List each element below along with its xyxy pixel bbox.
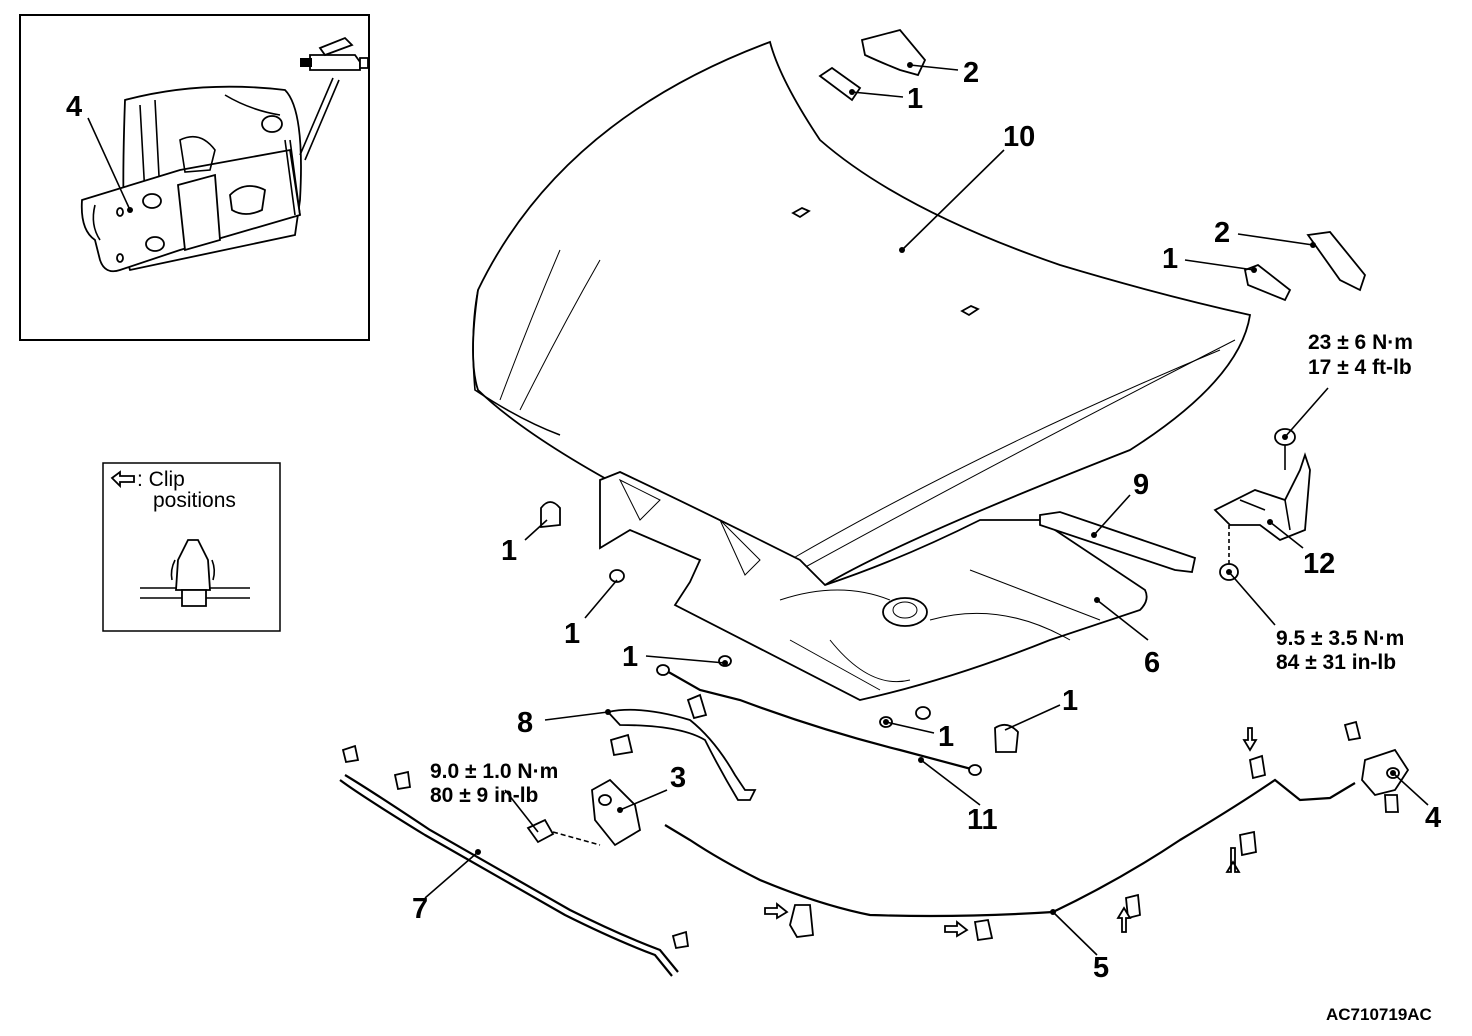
hinge-nut-torque-metric: 9.5 ± 3.5 N·m — [1276, 627, 1404, 650]
clip-positions-legend — [102, 462, 281, 632]
callout-10: 10 — [1003, 121, 1035, 153]
callout-3: 3 — [670, 762, 686, 794]
latch-bolt-torque-metric: 9.0 ± 1.0 N·m — [430, 760, 558, 783]
seal-strip — [606, 708, 757, 801]
callout-12: 12 — [1303, 548, 1335, 580]
callout-1-left-a: 1 — [501, 535, 517, 567]
callout-5: 5 — [1093, 952, 1109, 984]
hood-insulator — [599, 471, 1148, 701]
callout-1-low: 1 — [938, 721, 954, 753]
callout-4-inset: 4 — [66, 91, 82, 123]
callout-8: 8 — [517, 707, 533, 739]
callout-2-top: 2 — [963, 57, 979, 89]
hood-release-cable — [664, 727, 1356, 942]
hood-panel — [472, 40, 1252, 587]
latch-bolt-torque-imperial: 80 ± 9 in-lb — [430, 784, 538, 807]
callout-1-right: 1 — [1162, 243, 1178, 275]
callout-6: 6 — [1144, 647, 1160, 679]
callout-7: 7 — [412, 893, 428, 925]
hood-hinge — [1213, 428, 1311, 581]
callout-1-top: 1 — [907, 83, 923, 115]
hood-release-handle — [1343, 720, 1410, 813]
legend-clip-label: : Clip — [137, 468, 185, 491]
callout-1-mid: 1 — [622, 641, 638, 673]
callout-1-left-b: 1 — [564, 618, 580, 650]
hood-prop-rod — [339, 744, 690, 977]
hood-support-rod — [656, 664, 982, 776]
callout-11: 11 — [967, 804, 998, 836]
weatherstrip — [1039, 511, 1197, 573]
callout-1-bottom: 1 — [1062, 685, 1078, 717]
leader-lines — [424, 62, 1429, 956]
figure-code: AC710719AC — [1326, 1005, 1432, 1024]
callout-9: 9 — [1133, 469, 1149, 501]
callout-2-right: 2 — [1214, 217, 1230, 249]
hood-latch — [526, 778, 642, 847]
hinge-bolt-torque-imperial: 17 ± 4 ft-lb — [1308, 356, 1412, 379]
hinge-nut-torque-imperial: 84 ± 31 in-lb — [1276, 651, 1396, 674]
inset-latch-detail — [19, 14, 370, 341]
legend-positions-label: positions — [153, 489, 236, 512]
hinge-bolt-torque-metric: 23 ± 6 N·m — [1308, 331, 1413, 354]
callout-labels: 1 2 10 2 1 4 1 1 9 12 6 1 1 1 8 3 11 7 5… — [66, 57, 1441, 984]
callout-4-right: 4 — [1425, 802, 1441, 834]
torque-specs: 23 ± 6 N·m 17 ± 4 ft-lb 9.5 ± 3.5 N·m 84… — [430, 331, 1413, 807]
